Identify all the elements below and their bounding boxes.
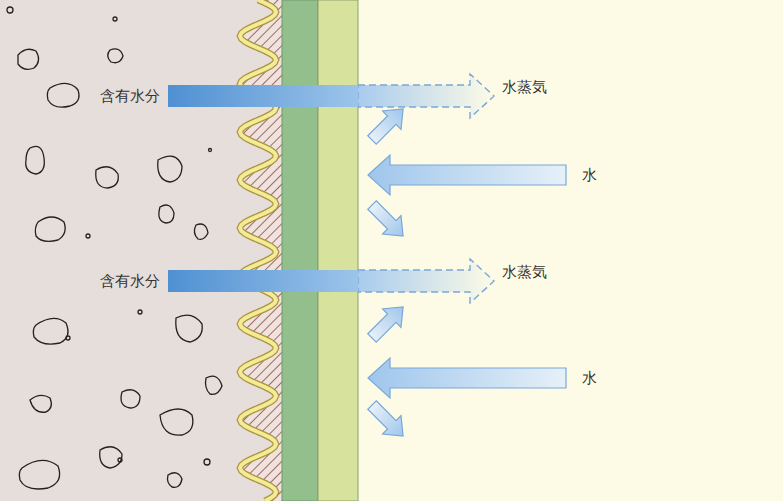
vapor-label: 水蒸気 bbox=[502, 78, 547, 96]
reflect-arrows bbox=[363, 100, 412, 446]
water-arrows bbox=[368, 155, 566, 398]
concrete bbox=[0, 0, 290, 501]
aggregate bbox=[7, 7, 222, 489]
primer-line bbox=[240, 0, 276, 501]
primer-pocket bbox=[240, 0, 283, 501]
vapor-label: 水蒸気 bbox=[502, 263, 547, 281]
water-label: 水 bbox=[582, 369, 597, 387]
moisture-label: 含有水分 bbox=[100, 272, 160, 290]
coating-layer bbox=[282, 0, 318, 501]
moisture-label: 含有水分 bbox=[100, 87, 160, 105]
reflect-arrow bbox=[363, 298, 412, 347]
moisture-arrows bbox=[168, 74, 494, 303]
water-label: 水 bbox=[582, 166, 597, 184]
reflect-arrow bbox=[363, 396, 412, 445]
top-coat-layer bbox=[318, 0, 358, 501]
primer-line bbox=[240, 0, 276, 501]
reflect-arrow bbox=[363, 196, 412, 245]
reflect-arrow bbox=[363, 100, 412, 149]
